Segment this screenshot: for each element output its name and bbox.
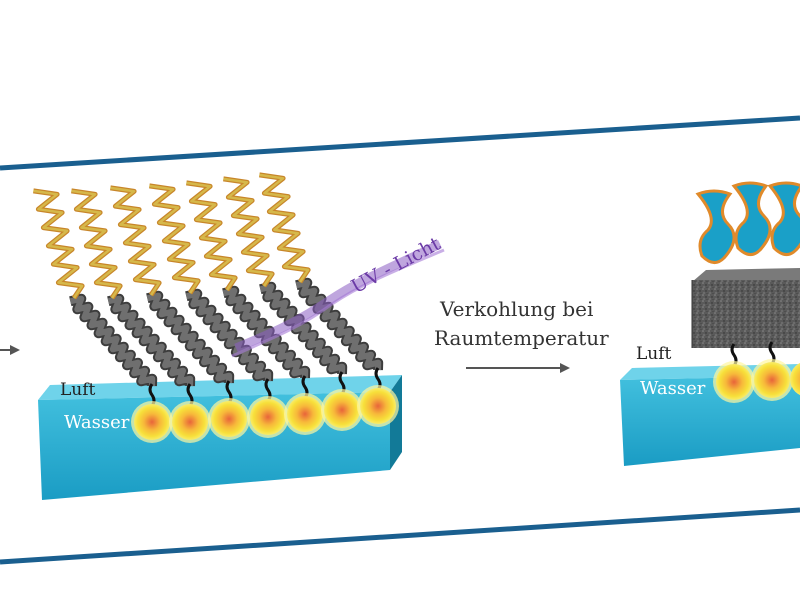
hydrophilic-tail	[770, 183, 800, 255]
frame-bottom-line	[0, 510, 800, 562]
water-label-right: Wasser	[640, 378, 705, 399]
process-label-line2: Raumtemperatur	[434, 325, 609, 352]
head-group	[716, 364, 752, 400]
tail-zigzag-inner	[33, 191, 82, 298]
head-group	[324, 392, 360, 428]
head-group	[754, 362, 790, 398]
carbon-layer	[692, 268, 800, 348]
air-label-left: Luft	[60, 380, 95, 400]
hydrophilic-tail	[698, 191, 734, 263]
tail-zigzag-inner	[71, 191, 120, 298]
water-label-left: Wasser	[64, 412, 129, 433]
hydrophilic-tail	[734, 183, 770, 255]
process-label-line1: Verkohlung bei	[440, 296, 593, 323]
head-group	[287, 396, 323, 432]
head-group	[250, 399, 286, 435]
head-group	[360, 388, 396, 424]
air-label-right: Luft	[636, 344, 671, 364]
tail-zigzag-inner	[110, 188, 159, 295]
head-group	[134, 404, 170, 440]
frame-top-line	[0, 118, 800, 168]
head-group	[211, 401, 247, 437]
head-group	[172, 404, 208, 440]
tail-zigzag-inner	[259, 175, 308, 282]
